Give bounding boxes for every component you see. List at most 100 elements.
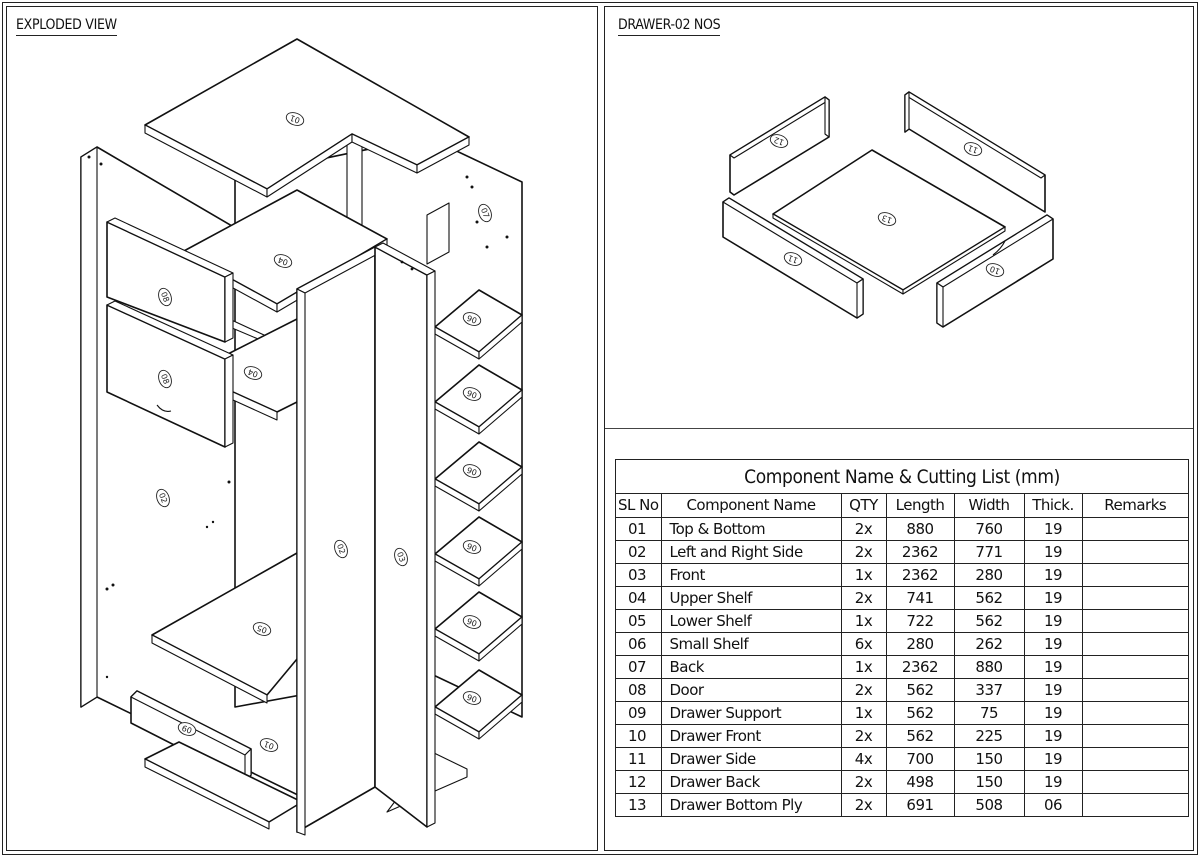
drawer-and-cutting-list-panel: DRAWER-02 NOS: [604, 6, 1194, 851]
cell-width: 262: [954, 632, 1025, 656]
cell-qty: 2x: [841, 724, 887, 748]
cell-thick: 19: [1024, 701, 1083, 725]
cell-component-name: Top & Bottom: [661, 517, 842, 541]
cell-length: 691: [886, 793, 955, 816]
header-component-name: Component Name: [661, 494, 842, 518]
cell-length: 280: [886, 632, 955, 656]
drawer-support: [130, 690, 252, 782]
cell-length: 700: [886, 747, 955, 771]
cell-length: 2362: [886, 655, 955, 679]
cell-sl-no: 11: [616, 747, 662, 771]
top-panel: [144, 38, 470, 198]
cell-sl-no: 12: [616, 770, 662, 794]
cell-width: 337: [954, 678, 1025, 702]
cell-remarks: [1082, 517, 1188, 541]
side-panel-front: [296, 246, 384, 836]
cell-qty: 2x: [841, 793, 887, 816]
label-bottom: 01: [263, 739, 276, 751]
label-front: 03: [395, 551, 407, 564]
label-side-front: 02: [335, 543, 347, 556]
door-upper: [106, 217, 234, 343]
cell-qty: 2x: [841, 678, 887, 702]
label-upper-shelf-bottom: 04: [247, 367, 260, 379]
cell-qty: 6x: [841, 632, 887, 656]
label-small-shelf-2: 06: [466, 388, 479, 400]
cell-width: 562: [954, 609, 1025, 633]
cell-length: 562: [886, 701, 955, 725]
label-small-shelf-4: 06: [466, 541, 479, 553]
cell-sl-no: 09: [616, 701, 662, 725]
front-panel: [374, 202, 450, 828]
cell-thick: 19: [1024, 724, 1083, 748]
cell-remarks: [1082, 563, 1188, 587]
part-labels: 01 07 04 08 08 04 02 02 03 05 09 01 06 0…: [156, 112, 492, 752]
cell-component-name: Lower Shelf: [661, 609, 842, 633]
cell-component-name: Left and Right Side: [661, 540, 842, 564]
cell-remarks: [1082, 747, 1188, 771]
cell-component-name: Drawer Back: [661, 770, 842, 794]
label-small-shelf-1: 06: [466, 313, 479, 325]
cell-remarks: [1082, 701, 1188, 725]
cell-component-name: Drawer Support: [661, 701, 842, 725]
cell-remarks: [1082, 678, 1188, 702]
cell-qty: 4x: [841, 747, 887, 771]
cell-thick: 19: [1024, 586, 1083, 610]
cell-sl-no: 01: [616, 517, 662, 541]
panel-divider: [605, 428, 1193, 429]
cell-component-name: Door: [661, 678, 842, 702]
cell-component-name: Back: [661, 655, 842, 679]
cell-sl-no: 03: [616, 563, 662, 587]
cell-qty: 2x: [841, 770, 887, 794]
cell-component-name: Upper Shelf: [661, 586, 842, 610]
cell-thick: 19: [1024, 517, 1083, 541]
cell-qty: 1x: [841, 701, 887, 725]
table-header-row: SL No Component Name QTY Length Width Th…: [616, 494, 1188, 518]
cell-length: 2362: [886, 563, 955, 587]
header-qty: QTY: [841, 494, 887, 518]
drawer-title: DRAWER-02 NOS: [618, 17, 721, 36]
label-drawer-front: 10: [989, 264, 1002, 276]
cell-sl-no: 13: [616, 793, 662, 816]
cutting-list-grid: SL No Component Name QTY Length Width Th…: [616, 494, 1188, 816]
label-back: 07: [479, 207, 491, 220]
cell-length: 880: [886, 517, 955, 541]
cell-sl-no: 04: [616, 586, 662, 610]
label-door-lower: 08: [159, 373, 171, 386]
cell-sl-no: 08: [616, 678, 662, 702]
cell-width: 508: [954, 793, 1025, 816]
header-length: Length: [886, 494, 955, 518]
cell-width: 150: [954, 770, 1025, 794]
cell-component-name: Drawer Front: [661, 724, 842, 748]
label-drawer-bottom: 13: [881, 213, 894, 225]
drawer-part-labels: 12 11 13 11 10: [769, 134, 1005, 277]
cutting-list-table: Component Name & Cutting List (mm) SL No…: [615, 459, 1189, 817]
cell-thick: 19: [1024, 540, 1083, 564]
exploded-view-drawing: 01 07 04 08 08 04 02 02 03 05 09 01 06 0…: [80, 38, 523, 836]
cell-width: 880: [954, 655, 1025, 679]
cell-remarks: [1082, 793, 1188, 816]
cell-sl-no: 07: [616, 655, 662, 679]
label-drawer-back: 12: [773, 135, 786, 147]
cell-sl-no: 10: [616, 724, 662, 748]
cell-thick: 19: [1024, 770, 1083, 794]
label-side: 02: [157, 492, 169, 505]
cell-length: 722: [886, 609, 955, 633]
cell-sl-no: 05: [616, 609, 662, 633]
cell-component-name: Small Shelf: [661, 632, 842, 656]
cell-length: 562: [886, 678, 955, 702]
header-width: Width: [954, 494, 1025, 518]
cell-width: 280: [954, 563, 1025, 587]
label-lower-shelf: 05: [256, 623, 269, 635]
cell-thick: 19: [1024, 655, 1083, 679]
